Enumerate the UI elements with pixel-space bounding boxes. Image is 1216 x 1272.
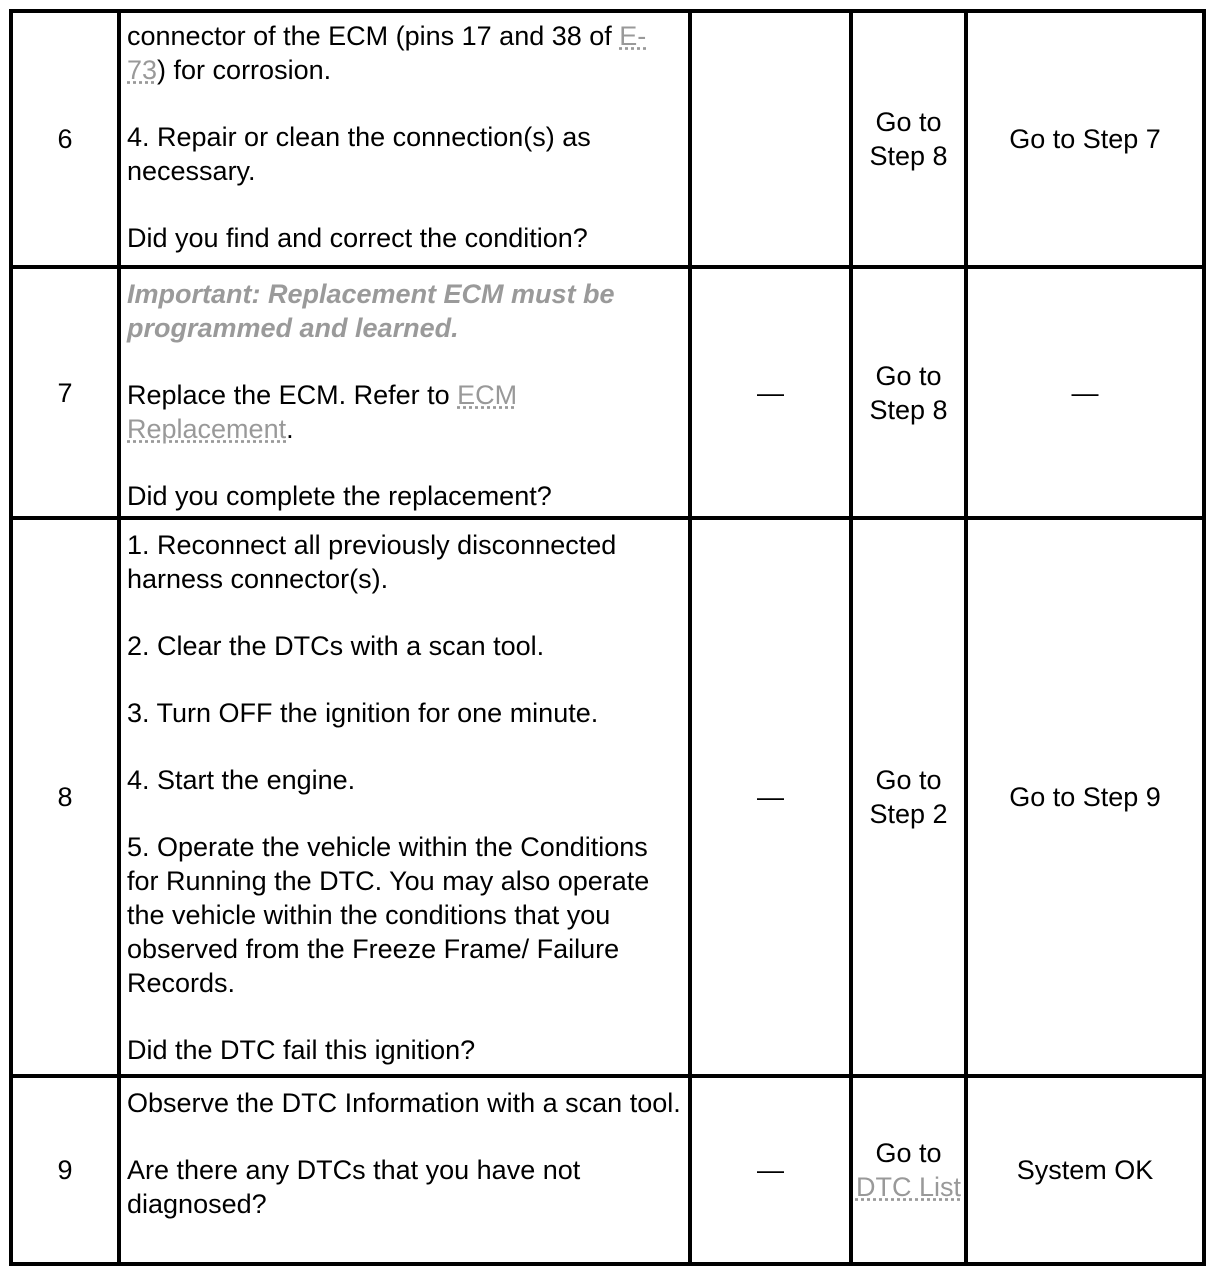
no-cell: — bbox=[964, 265, 1206, 520]
action-step: 4. Start the engine. bbox=[127, 765, 356, 795]
no-cell: Go to Step 9 bbox=[964, 516, 1206, 1078]
step-number: 7 bbox=[9, 265, 121, 520]
important-note: Important: Replacement ECM must be progr… bbox=[127, 279, 615, 343]
value-cell: — bbox=[688, 516, 853, 1078]
action-step: 3. Turn OFF the ignition for one minute. bbox=[127, 698, 599, 728]
ecm-replacement-link[interactable]: ECM Replacement bbox=[127, 380, 518, 444]
action-question: Are there any DTCs that you have not dia… bbox=[127, 1155, 581, 1219]
no-cell: System OK bbox=[964, 1074, 1206, 1266]
table-row: 6 connector of the ECM (pins 17 and 38 o… bbox=[9, 9, 1206, 269]
dtc-list-link[interactable]: DTC List bbox=[855, 1172, 961, 1202]
yes-text: Go to bbox=[875, 1138, 942, 1168]
table-row: 8 1. Reconnect all previously disconnect… bbox=[9, 516, 1206, 1078]
step-number: 6 bbox=[9, 9, 121, 269]
connector-link-e73[interactable]: E-73 bbox=[127, 21, 647, 85]
step-number: 8 bbox=[9, 516, 121, 1078]
value-cell bbox=[688, 9, 853, 269]
yes-cell: Go to DTC List bbox=[849, 1074, 968, 1266]
action-text-part: ) for corrosion. bbox=[157, 55, 332, 85]
table-row: 9 Observe the DTC Information with a sca… bbox=[9, 1074, 1206, 1266]
step-number: 9 bbox=[9, 1074, 121, 1266]
action-question: Did you find and correct the condition? bbox=[127, 223, 588, 253]
action-question: Did you complete the replacement? bbox=[127, 481, 552, 511]
action-text-part: Replace the ECM. Refer to bbox=[127, 380, 458, 410]
value-cell: — bbox=[688, 265, 853, 520]
yes-cell: Go to Step 2 bbox=[849, 516, 968, 1078]
action-cell: Observe the DTC Information with a scan … bbox=[117, 1074, 692, 1266]
yes-cell: Go to Step 8 bbox=[849, 9, 968, 269]
action-text: Observe the DTC Information with a scan … bbox=[127, 1088, 681, 1118]
action-text-part: connector of the ECM (pins 17 and 38 of bbox=[127, 21, 620, 51]
action-cell: 1. Reconnect all previously disconnected… bbox=[117, 516, 692, 1078]
action-text: connector of the ECM (pins 17 and 38 of … bbox=[127, 19, 682, 87]
action-step: 1. Reconnect all previously disconnected… bbox=[127, 530, 617, 594]
diagnostic-table: 6 connector of the ECM (pins 17 and 38 o… bbox=[9, 9, 1206, 1266]
table-row: 7 Important: Replacement ECM must be pro… bbox=[9, 265, 1206, 520]
yes-cell: Go to Step 8 bbox=[849, 265, 968, 520]
action-cell: connector of the ECM (pins 17 and 38 of … bbox=[117, 9, 692, 269]
action-text-part: . bbox=[286, 414, 294, 444]
value-cell: — bbox=[688, 1074, 853, 1266]
action-step: 5. Operate the vehicle within the Condit… bbox=[127, 832, 650, 998]
action-text: 4. Repair or clean the connection(s) as … bbox=[127, 122, 591, 186]
action-text: Replace the ECM. Refer to ECM Replacemen… bbox=[127, 378, 682, 446]
no-cell: Go to Step 7 bbox=[964, 9, 1206, 269]
action-step: 2. Clear the DTCs with a scan tool. bbox=[127, 631, 545, 661]
action-cell: Important: Replacement ECM must be progr… bbox=[117, 265, 692, 520]
action-question: Did the DTC fail this ignition? bbox=[127, 1035, 476, 1065]
